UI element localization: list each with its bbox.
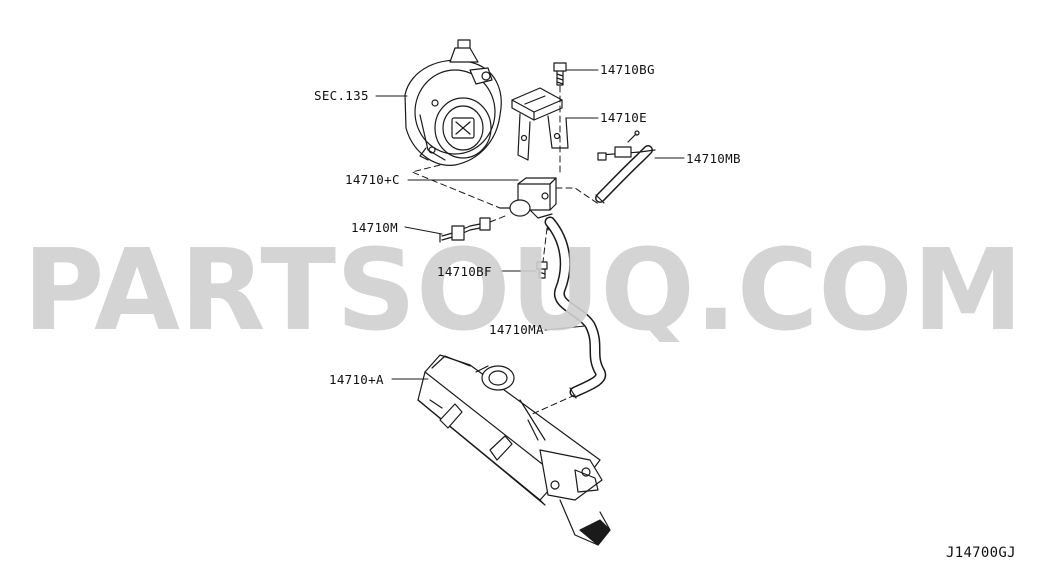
egr-cooler-14710a	[417, 354, 611, 546]
label-sec135: SEC.135	[314, 88, 369, 103]
hose-14710mb	[595, 130, 656, 204]
bolt-14710bg	[553, 62, 567, 86]
label-14710bg: 14710BG	[600, 62, 655, 77]
label-14710e: 14710E	[600, 110, 647, 125]
label-14710bf: 14710BF	[437, 264, 492, 279]
label-14710a: 14710+A	[329, 372, 384, 387]
hose-14710m	[439, 217, 491, 243]
hose-14710ma	[544, 216, 607, 399]
valve-14710c	[499, 177, 557, 231]
label-14710ma: 14710MA	[489, 322, 544, 337]
assembly-dashed-lines	[411, 85, 601, 416]
bolt-14710bf	[536, 261, 548, 279]
bracket-14710e	[511, 87, 569, 161]
label-14710c: 14710+C	[345, 172, 400, 187]
leader-lines	[375, 69, 685, 380]
label-14710m: 14710M	[351, 220, 398, 235]
label-14710mb: 14710MB	[686, 151, 741, 166]
vacuum-pump-sec135	[404, 39, 502, 166]
diagram-code: J14700GJ	[946, 545, 1016, 561]
